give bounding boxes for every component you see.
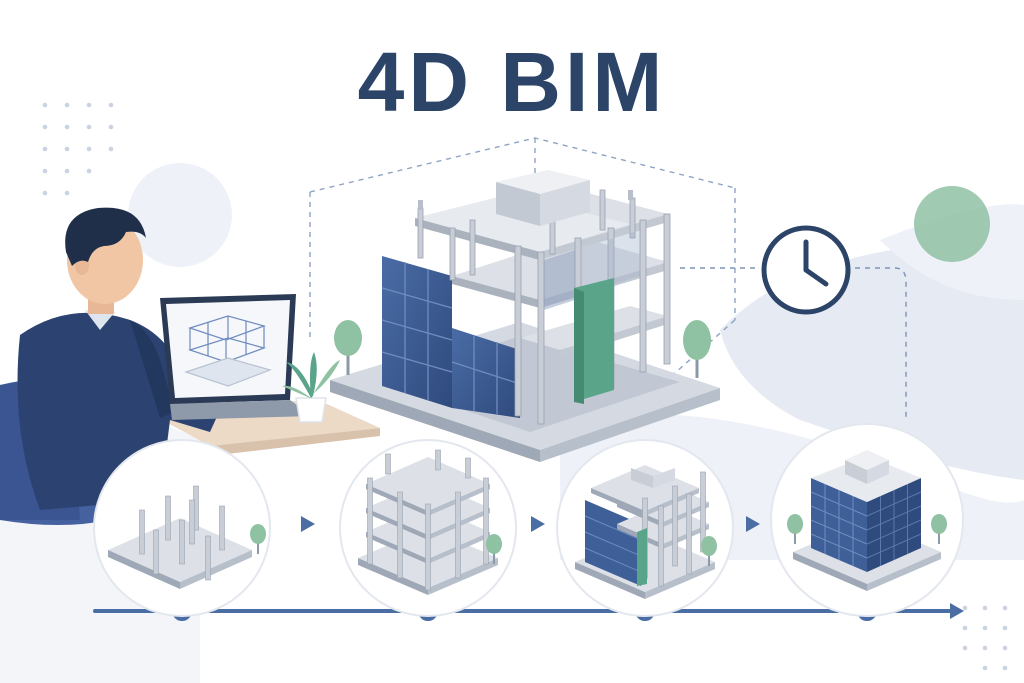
tree-icon xyxy=(250,524,266,554)
play-arrow-icon xyxy=(301,516,315,532)
stage-structural-frame xyxy=(339,439,517,617)
clock-connector xyxy=(680,267,907,420)
tree-icon xyxy=(701,536,717,566)
page-title: 4D BIM xyxy=(357,35,667,129)
tree-icon xyxy=(486,534,502,564)
clock-icon xyxy=(761,225,851,315)
tree-icon xyxy=(683,320,711,378)
plant-icon xyxy=(282,352,340,423)
tree-icon xyxy=(334,320,362,375)
laptop-screen-wireframe xyxy=(184,315,272,387)
timeline xyxy=(93,603,964,619)
dot-grid-left xyxy=(42,102,114,196)
tree-icon xyxy=(787,514,803,544)
dot-grid-right xyxy=(962,605,1008,671)
main-building-model xyxy=(330,170,720,462)
timeline-arrowhead xyxy=(950,603,964,619)
play-arrow-icon xyxy=(531,516,545,532)
tree-icon xyxy=(931,514,947,544)
stage-completed-building xyxy=(770,423,964,617)
laptop xyxy=(160,294,312,420)
stage-circles xyxy=(93,423,964,617)
stage-facade-installation xyxy=(556,439,734,617)
play-arrow-icon xyxy=(746,516,760,532)
stage-foundation-columns xyxy=(93,439,271,617)
